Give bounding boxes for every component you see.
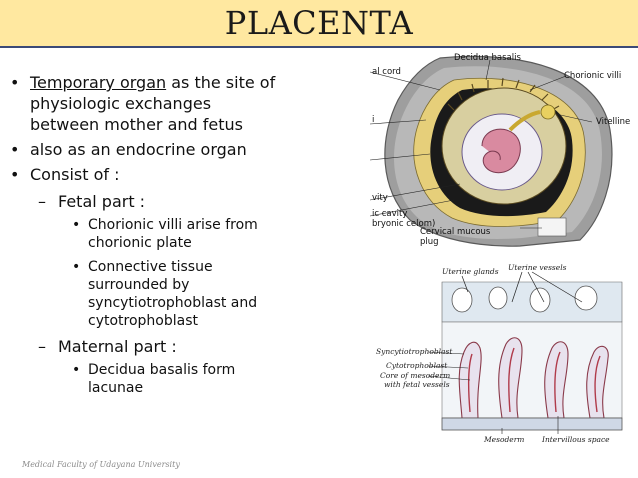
uterine-glands: [451, 285, 598, 313]
label-cavity: vity: [372, 193, 388, 203]
bullet-text: Consist of :: [30, 165, 120, 184]
label-cytotrophoblast: Cytotrophoblast: [386, 361, 448, 370]
bullet-text: as the site of: [166, 73, 276, 92]
label-cervical-mucous: Cervical mucous: [420, 227, 491, 237]
bullet-dot: •: [72, 259, 81, 275]
bullet-consist-of: • Consist of :: [8, 164, 368, 185]
bullet-temporary-organ: • Temporary organ as the site of physiol…: [8, 72, 368, 135]
slide-footer: Medical Faculty of Udayana University: [22, 460, 180, 469]
slide-title: PLACENTA: [224, 4, 414, 42]
bullet-text: also as an endocrine organ: [30, 140, 247, 159]
label-decidua-basalis: Decidua basalis: [454, 53, 521, 63]
bullet-text: Connective tissue surrounded by syncytio…: [88, 259, 258, 329]
title-bar: [0, 0, 638, 46]
bullet-text: physiologic exchanges: [30, 94, 212, 113]
uterine-vessel-lines: [461, 271, 583, 303]
bullet-dot: •: [10, 165, 20, 184]
placental-villi-diagram: Uterine glands Uterine vessels Syncytiot…: [372, 262, 638, 448]
dash-marker: –: [38, 192, 46, 211]
label-chorionic-cavity: ic cavity: [372, 209, 407, 219]
bullet-dot: •: [10, 140, 20, 159]
label-core-mesoderm: Core of mesoderm: [380, 371, 450, 380]
sub-sub-bullet: • Decidua basalis form lacunae: [8, 361, 288, 397]
label-leaders: [427, 351, 559, 434]
bullet-text: between mother and fetus: [30, 115, 243, 134]
sub-heading: Fetal part :: [58, 192, 146, 211]
label-extraembryonic-celom: bryonic celom): [372, 219, 435, 229]
label-fragment: i: [372, 115, 374, 125]
bullet-dot: •: [72, 217, 81, 233]
bullet-dot: •: [10, 73, 20, 92]
sub-bullet-fetal: – Fetal part :: [8, 191, 368, 212]
label-uterine-glands: Uterine glands: [442, 267, 499, 276]
bullet-dot: •: [72, 362, 81, 378]
villi-trees: [458, 337, 609, 419]
umbilical-stalk: [508, 110, 541, 132]
bullet-text: Chorionic villi arise from chorionic pla…: [88, 217, 258, 251]
cervical-plug: [537, 217, 567, 237]
sub-sub-bullet: • Connective tissue surrounded by syncyt…: [8, 258, 288, 330]
sub-heading: Maternal part :: [58, 337, 177, 356]
chorionic-villi: [447, 77, 560, 111]
label-leaders: [370, 59, 593, 229]
chorionic-plate: [441, 417, 623, 431]
label-chorionic-villi: Chorionic villi: [564, 71, 621, 81]
label-vitelline: Vitelline: [596, 117, 630, 127]
embryo: [481, 128, 521, 174]
label-intervillous-space: Intervillous space: [541, 435, 610, 444]
bullet-endocrine: • also as an endocrine organ: [8, 139, 368, 160]
label-fetal-vessels: with fetal vessels: [384, 380, 450, 389]
bullet-list: • Temporary organ as the site of physiol…: [8, 72, 368, 403]
sub-sub-bullet: • Chorionic villi arise from chorionic p…: [8, 216, 288, 252]
label-syncytiotrophoblast: Syncytiotrophoblast: [376, 347, 453, 356]
label-plug: plug: [420, 237, 439, 247]
label-uterine-vessels: Uterine vessels: [508, 263, 567, 272]
yolk-sac: [540, 104, 556, 120]
dash-marker: –: [38, 337, 46, 356]
title-divider: [0, 46, 638, 48]
label-mesoderm: Mesoderm: [483, 435, 524, 444]
underlined-term: Temporary organ: [30, 73, 167, 92]
label-umbilical-cord: al cord: [372, 67, 401, 77]
fetal-vessels: [467, 347, 601, 413]
sub-bullet-maternal: – Maternal part :: [8, 336, 368, 357]
uterus-diagram: Decidua basalis al cord Chorionic villi …: [370, 50, 638, 250]
bullet-text: Decidua basalis form lacunae: [88, 362, 236, 396]
